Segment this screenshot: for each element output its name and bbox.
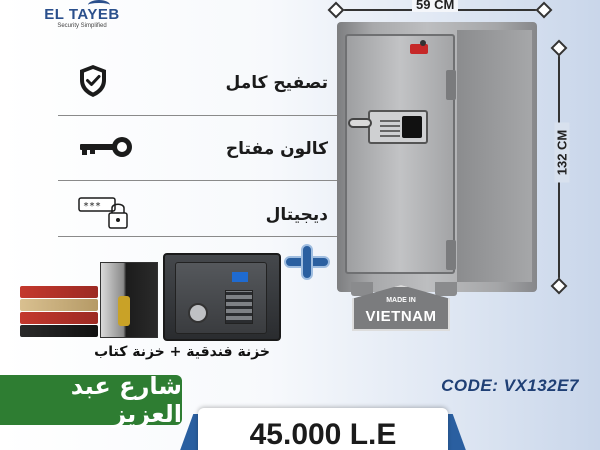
book-safe-key (118, 296, 130, 326)
plus-icon (284, 244, 330, 280)
book-safe-image (20, 286, 98, 338)
brand-swoosh-icon (88, 0, 110, 10)
feature-row-armor: تصفيح كامل (58, 58, 348, 108)
feature-label: ديجيتال (265, 205, 328, 225)
product-code: CODE: VX132E7 (426, 372, 594, 400)
digital-lock-icon: *** (78, 195, 130, 235)
feature-row-digital: *** ديجيتال (58, 190, 348, 240)
shield-check-icon (78, 64, 108, 102)
safe-side-panel (457, 30, 532, 282)
safe-hinge (446, 70, 456, 100)
hotel-safe-screen (232, 272, 248, 282)
safe-door (345, 34, 455, 274)
origin-badge-top: MADE IN (386, 297, 416, 304)
feature-label: تصفيح كامل (225, 73, 328, 93)
safe-brand-plate (410, 44, 428, 54)
brand-logo: EL TAYEB Security Simplified (32, 0, 132, 29)
safe-handle (348, 118, 372, 128)
feature-divider (58, 236, 348, 237)
hotel-safe-door (175, 262, 267, 334)
key-icon (78, 135, 134, 163)
hotel-safe-knob (188, 303, 208, 323)
feature-label: كالون مفتاح (225, 139, 328, 159)
keypad-screen (402, 116, 422, 138)
width-dimension-label: 59 CM (412, 0, 459, 12)
safe-feet (345, 282, 465, 296)
origin-badge-main: VIETNAM (365, 308, 437, 325)
address-text: شارع عبد العزيز (70, 372, 182, 428)
price-text: 45.000 L.E (249, 418, 397, 450)
price-banner (198, 408, 448, 450)
feature-row-key-lock: كالون مفتاح (58, 124, 348, 174)
keypad-buttons (380, 117, 400, 137)
keyhole-icon (420, 40, 426, 46)
bundle-label: خزنة فندقية + خزنة كتاب (94, 344, 270, 360)
safe-hinge (446, 240, 456, 270)
brand-name: EL TAYEB (44, 6, 120, 23)
brand-tagline: Security Simplified (57, 23, 107, 29)
hotel-safe-keypad (225, 290, 253, 324)
feature-divider (58, 180, 348, 181)
height-dimension-label: 132 CM (554, 122, 570, 183)
svg-text:***: *** (83, 201, 101, 212)
address-banner: شارع عبد العزيز (0, 372, 182, 428)
product-code-text: CODE: VX132E7 (441, 376, 579, 395)
feature-divider (58, 115, 348, 116)
origin-badge: MADE IN VIETNAM (352, 285, 450, 331)
